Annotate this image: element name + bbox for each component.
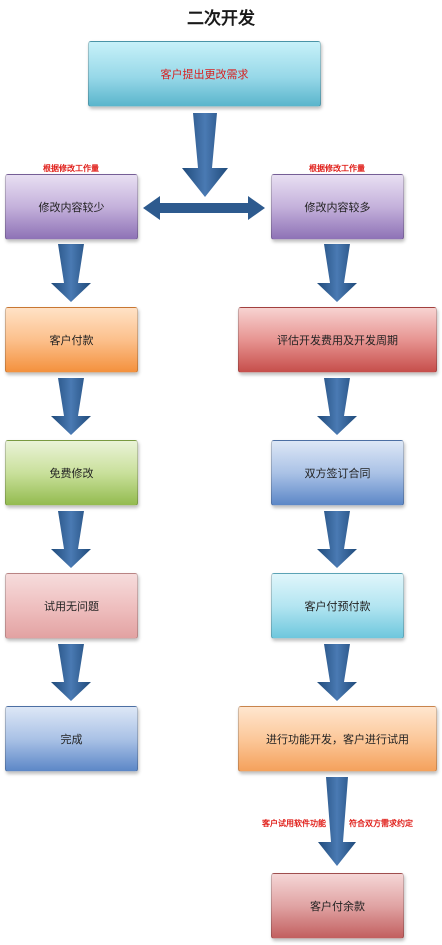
box-prepayment: 客户付预付款 xyxy=(271,573,404,639)
box-change-request: 客户提出更改需求 xyxy=(88,41,321,107)
page-title: 二次开发 xyxy=(187,9,255,29)
note-left: 根据修改工作量 xyxy=(43,164,99,173)
arrow-down-top xyxy=(182,113,228,197)
arrow-down-right-4 xyxy=(317,644,357,701)
box-final-payment: 客户付余款 xyxy=(271,873,404,939)
arrow-down-left-3 xyxy=(51,511,91,568)
box-sign-contract: 双方签订合同 xyxy=(271,440,404,506)
box-complete: 完成 xyxy=(5,706,138,772)
arrow-down-left-1 xyxy=(51,244,91,302)
arrow-down-left-2 xyxy=(51,378,91,435)
arrow-down-right-5 xyxy=(318,777,356,866)
box-fewer-changes: 修改内容较少 xyxy=(5,174,138,240)
arrow-double-horizontal xyxy=(143,196,265,220)
box-trial-no-issues: 试用无问题 xyxy=(5,573,138,639)
note-right: 根据修改工作量 xyxy=(309,164,365,173)
box-more-changes: 修改内容较多 xyxy=(271,174,404,240)
arrow-down-right-1 xyxy=(317,244,357,302)
note-final-right: 符合双方需求约定 xyxy=(349,819,413,828)
box-free-modification: 免费修改 xyxy=(5,440,138,506)
note-final-left: 客户试用软件功能 xyxy=(262,819,326,828)
arrow-down-right-3 xyxy=(317,511,357,568)
arrow-down-left-4 xyxy=(51,644,91,701)
box-customer-payment: 客户付款 xyxy=(5,307,138,373)
box-evaluate-cost: 评估开发费用及开发周期 xyxy=(238,307,437,373)
arrow-down-right-2 xyxy=(317,378,357,435)
box-development-trial: 进行功能开发，客户进行试用 xyxy=(238,706,437,772)
